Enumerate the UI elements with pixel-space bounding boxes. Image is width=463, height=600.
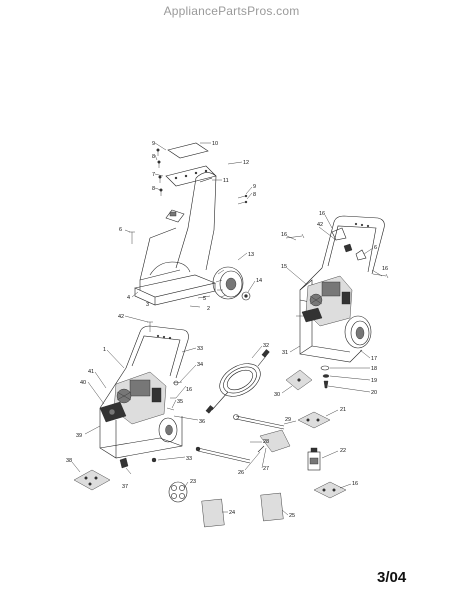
callout-6: 6: [119, 227, 122, 233]
callout-41: 41: [88, 369, 94, 375]
callout-33: 33: [197, 346, 203, 352]
callout-1: 1: [103, 347, 106, 353]
callout-17: 17: [371, 356, 377, 362]
callout-16d: 16: [186, 387, 192, 393]
callout-36: 36: [199, 419, 205, 425]
callout-22: 22: [340, 448, 346, 454]
callout-40: 40: [80, 380, 86, 386]
callout-28: 28: [263, 439, 269, 445]
callout-3: 3: [146, 302, 149, 308]
callout-31: 31: [282, 350, 288, 356]
frame-callouts: 9 10 8 7 11 12 8 9 8 6 13 14 4 5 3 2: [119, 141, 262, 312]
assembled-unit-left: [99, 321, 189, 469]
callout-26: 26: [238, 470, 244, 476]
callout-6b: 6: [374, 245, 377, 251]
callout-12: 12: [243, 160, 249, 166]
callout-25: 25: [289, 513, 295, 519]
callout-35: 35: [177, 399, 183, 405]
callout-16e: 16: [352, 481, 358, 487]
callout-14: 14: [256, 278, 262, 284]
callout-8: 8: [152, 154, 155, 160]
loose-parts: [73, 349, 347, 528]
callout-16b: 16: [281, 232, 287, 238]
callout-15: 15: [281, 264, 287, 270]
site-watermark: AppliancePartsPros.com: [163, 4, 300, 18]
callout-9b: 9: [253, 184, 256, 190]
callout-2: 2: [207, 306, 210, 312]
callout-4: 4: [127, 295, 130, 301]
callout-9: 9: [152, 141, 155, 147]
callout-24: 24: [229, 510, 235, 516]
callout-37: 37: [122, 484, 128, 490]
callout-18: 18: [371, 366, 377, 372]
callout-21: 21: [340, 407, 346, 413]
callout-8c: 8: [253, 192, 256, 198]
callout-19: 19: [371, 378, 377, 384]
callout-30: 30: [274, 392, 280, 398]
callout-16a: 16: [319, 211, 325, 217]
callout-38: 38: [66, 458, 72, 464]
assembled-unit-right: [285, 215, 389, 391]
callout-39: 39: [76, 433, 82, 439]
frame-exploded-view: [129, 142, 251, 306]
callout-20: 20: [371, 390, 377, 396]
callout-16c: 16: [382, 266, 388, 272]
callout-13: 13: [248, 252, 254, 258]
callout-42b: 42: [118, 314, 124, 320]
callout-42a: 42: [317, 222, 323, 228]
callout-7: 7: [152, 172, 155, 178]
unit-right-callouts: 16 42 16 6 15 16 31 17 18 19 20 30: [274, 211, 388, 398]
callout-29: 29: [285, 417, 291, 423]
unit-left-callouts: 42 1 33 34 41 40 16 35 36 39 33 37: [76, 314, 205, 490]
page-code: 3/04: [377, 569, 407, 586]
callout-23: 23: [190, 479, 196, 485]
callout-27: 27: [263, 466, 269, 472]
loose-parts-callouts: 32 29 21 22 28 27 26 23 24 25 16 38: [66, 343, 358, 519]
callout-34: 34: [197, 362, 203, 368]
callout-11: 11: [223, 178, 229, 184]
callout-10: 10: [212, 141, 218, 147]
callout-8b: 8: [152, 186, 155, 192]
callout-33b: 33: [186, 456, 192, 462]
callout-5: 5: [203, 296, 206, 302]
callout-32: 32: [263, 343, 269, 349]
